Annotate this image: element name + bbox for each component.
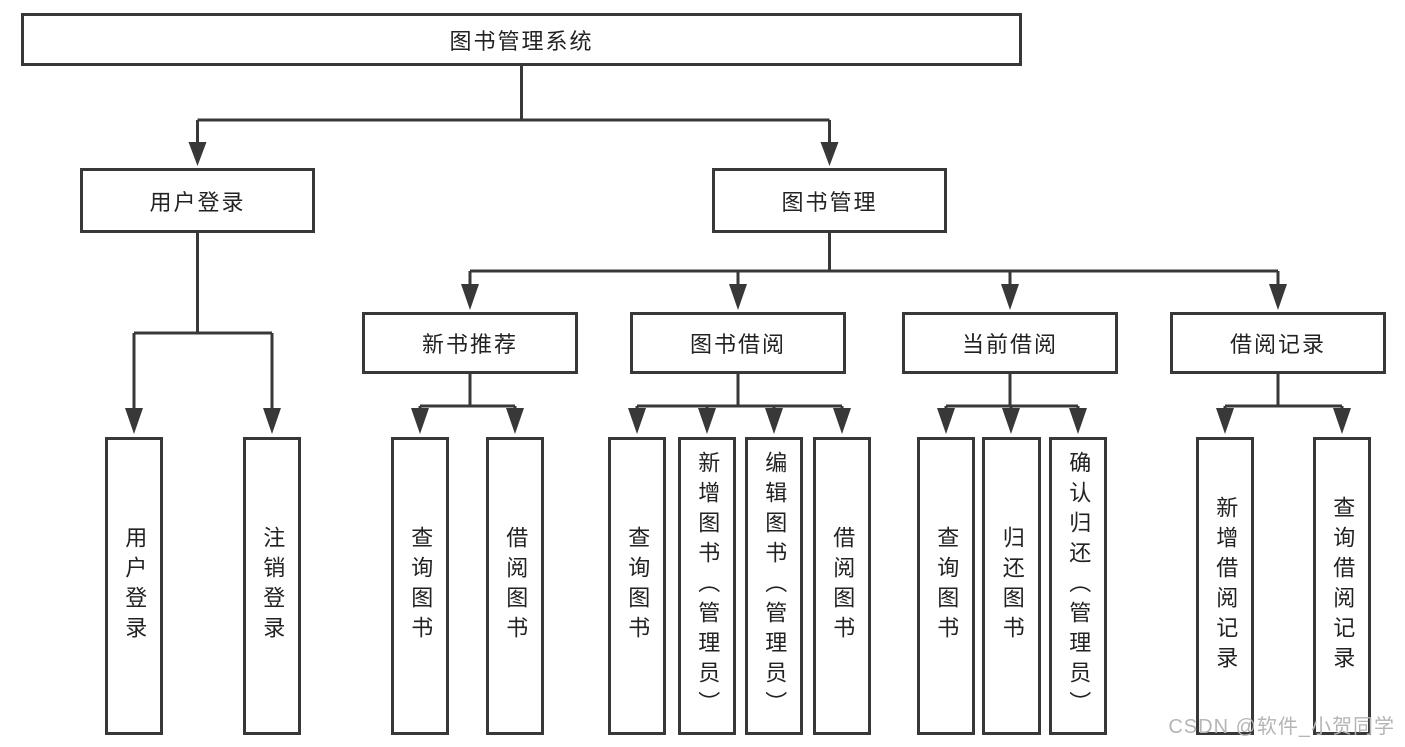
node-current-borrowing: 当前借阅 (902, 312, 1118, 374)
leaf-label: 查询图书 (934, 526, 960, 646)
leaf-add-borrow-record: 新增借阅记录 (1196, 437, 1254, 735)
leaf-label: 借阅图书 (830, 526, 856, 646)
leaf-query-books-borrowing: 查询图书 (608, 437, 666, 735)
node-label: 当前借阅 (961, 332, 1058, 357)
node-borrowing-records: 借阅记录 (1170, 312, 1386, 374)
leaf-query-borrow-record: 查询借阅记录 (1313, 437, 1371, 735)
leaf-label: 归还图书 (999, 526, 1025, 646)
leaf-logout: 注销登录 (243, 437, 301, 735)
leaf-borrow-books-borrowing: 借阅图书 (813, 437, 871, 735)
leaf-label: 编辑图书（管理员） (762, 451, 788, 721)
node-label: 新书推荐 (421, 332, 518, 357)
node-label: 图书管理 (781, 189, 878, 215)
node-label: 用户登录 (149, 189, 246, 215)
leaf-query-books-recommend: 查询图书 (391, 437, 449, 735)
leaf-label: 借阅图书 (503, 526, 529, 646)
leaf-label: 新增图书（管理员） (695, 451, 721, 721)
leaf-edit-books-admin: 编辑图书（管理员） (745, 437, 803, 735)
node-book-borrowing: 图书借阅 (630, 312, 846, 374)
leaf-label: 查询借阅记录 (1330, 496, 1356, 676)
leaf-label: 用户登录 (122, 526, 148, 646)
leaf-label: 注销登录 (260, 526, 286, 646)
leaf-user-login: 用户登录 (105, 437, 163, 735)
leaf-return-books: 归还图书 (982, 437, 1041, 735)
leaf-add-books-admin: 新增图书（管理员） (678, 437, 736, 735)
node-label: 借阅记录 (1229, 332, 1326, 357)
leaf-confirm-return-admin: 确认归还（管理员） (1049, 437, 1107, 735)
leaf-label: 新增借阅记录 (1213, 496, 1239, 676)
node-user-login: 用户登录 (80, 168, 315, 233)
node-book-management: 图书管理 (712, 168, 947, 233)
node-label: 图书借阅 (689, 332, 786, 357)
leaf-borrow-books-recommend: 借阅图书 (486, 437, 544, 735)
node-library-management-system: 图书管理系统 (21, 13, 1022, 66)
leaf-label: 查询图书 (408, 526, 434, 646)
csdn-watermark: CSDN @软件_小贺同学 (1168, 716, 1395, 738)
leaf-query-books-current: 查询图书 (917, 437, 975, 735)
node-new-book-recommend: 新书推荐 (362, 312, 578, 374)
leaf-label: 查询图书 (625, 526, 651, 646)
node-label: 图书管理系统 (449, 28, 594, 54)
leaf-label: 确认归还（管理员） (1066, 451, 1092, 721)
